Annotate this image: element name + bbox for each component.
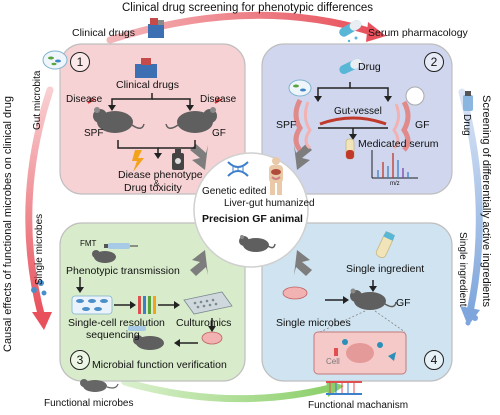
- p3-syringe2-icon: [128, 326, 146, 331]
- panel-2-number: 2: [424, 52, 444, 72]
- p4-single-microbes-label: Single microbes: [276, 317, 351, 329]
- p3-fmt-mouse-icon: [92, 250, 116, 263]
- center-genetic-edited-label: Genetic edited: [202, 186, 267, 197]
- outer-pill-box-icon: [148, 18, 164, 38]
- outer-microbiota-dish-icon: [42, 50, 68, 70]
- serum-pharmacology-label: Serum pharmacology: [368, 27, 468, 39]
- panel-1-number: 1: [70, 52, 90, 72]
- center-body-icon: [262, 156, 290, 196]
- panel-3-number: 3: [70, 350, 90, 370]
- p3-petri-dish-icon: [201, 331, 223, 345]
- outer-single-ingredient-icon: [465, 315, 478, 326]
- center-arrows: [190, 144, 312, 276]
- p1-amp-label: &: [154, 179, 160, 188]
- single-ingredient-outer-label: Single ingredient: [457, 232, 468, 307]
- p3-culturomics-label: Culturomics: [176, 317, 232, 329]
- panel-4-number: 4: [424, 350, 444, 370]
- gut-microbita-label: Gut microbita: [32, 70, 43, 130]
- p1-disease-right-bolt-icon: [214, 97, 223, 104]
- outer-mouse-icon: [80, 379, 119, 392]
- outer-drug-vial-icon: [463, 91, 473, 111]
- drug-outer-label: Drug: [461, 114, 472, 136]
- p3-single-cell-label-2: sequencing: [86, 329, 140, 341]
- p2-spf-gut-icon: [293, 98, 312, 152]
- p1-spf-mouse-icon: [93, 107, 145, 133]
- right-arc: [458, 88, 483, 316]
- p2-gf-label: GF: [415, 119, 430, 131]
- outer-dna-icon: [326, 381, 362, 395]
- single-microbes-outer-label: Single microbes: [34, 213, 45, 285]
- top-arc-label: Clinical drug screening for phenotypic d…: [122, 2, 374, 14]
- p4-petri-icon: [282, 286, 308, 300]
- p2-gf-gut-icon: [392, 100, 411, 152]
- p3-single-cell-label-1: Single-cell resolution: [68, 317, 165, 329]
- p3-phenotypic-transmission-label: Phenotypic transmission: [66, 265, 180, 277]
- center-precision-label: Precision GF animal: [202, 213, 303, 225]
- p3-well-plate-icon: [183, 291, 233, 315]
- p2-capsule-icon: [339, 58, 362, 75]
- top-arc: [106, 11, 376, 44]
- p4-ingredient-tube-icon: [375, 231, 396, 258]
- p3-verify-mouse-icon: [133, 335, 164, 350]
- p4-gf-label: GF: [396, 297, 411, 309]
- p1-drug-box-icon: [135, 58, 157, 78]
- p4-single-ingredient-label: Single ingredient: [346, 263, 425, 275]
- bottom-arc: [121, 378, 334, 403]
- p1-clinical-drugs-label: Clinical drugs: [116, 79, 180, 91]
- top-arc-arrowhead: [366, 22, 386, 42]
- p2-mass-spec-chart: [371, 150, 418, 179]
- p2-mz-label: m/z: [390, 181, 400, 187]
- p1-disease-left-label: Disease: [66, 94, 103, 105]
- p3-sequencing-bars-icon: [138, 296, 156, 314]
- p4-gf-mouse-icon: [350, 288, 397, 310]
- p2-drug-label: Drug: [358, 61, 381, 73]
- p1-toxic-bottle-icon: [172, 149, 184, 170]
- outer-single-microbes-icon: [31, 280, 47, 296]
- p4-cell-label: Cell: [326, 357, 340, 366]
- p2-empty-dish-icon: [405, 86, 425, 106]
- p1-phenotype-label: Diease phenotype: [118, 169, 203, 181]
- outer-capsule-icon: [339, 20, 362, 37]
- p2-blood-vessel-icon: [319, 116, 387, 126]
- p2-microbe-dish-icon: [288, 79, 312, 97]
- left-arc-arrowhead: [32, 312, 52, 330]
- left-arc-label: Causal effects of functional microbes on…: [2, 96, 14, 352]
- p1-gf-label: GF: [212, 128, 226, 139]
- p1-spf-label: SPF: [84, 128, 104, 139]
- p3-syringe-icon: [104, 243, 138, 249]
- p3-single-cell-icon: [71, 295, 113, 315]
- p4-cell-box-icon: [313, 331, 407, 375]
- p2-spf-label: SPF: [276, 119, 297, 131]
- clinical-drugs-outer-label: Clinical drugs: [72, 27, 136, 39]
- p2-gut-vessel-label: Gut-vessel: [334, 106, 382, 117]
- p1-phenotype-bolt-icon: [132, 150, 144, 172]
- p2-serum-tube-icon: [345, 138, 355, 160]
- p3-fmt-label: FMT: [80, 239, 97, 248]
- p3-verification-label: Microbial function verification: [92, 359, 227, 371]
- right-arc-arrowhead: [460, 306, 480, 326]
- functional-microbes-label: Functional microbes: [44, 398, 134, 409]
- p1-gf-mouse-icon: [165, 107, 217, 133]
- p2-medicated-serum-label: Medicated serum: [358, 138, 439, 150]
- center-dna-icon: [226, 158, 250, 180]
- p1-disease-left-bolt-icon: [87, 97, 96, 104]
- right-arc-label: Screening of differentially active ingre…: [480, 95, 492, 307]
- functional-machanism-label: Functional machanism: [308, 400, 409, 411]
- center-liver-gut-label: Liver-gut humanized: [224, 198, 315, 209]
- p1-toxicity-label: Drug toxicity: [124, 182, 182, 194]
- p1-disease-right-label: Disease: [200, 94, 237, 105]
- center-mouse-icon: [236, 232, 276, 254]
